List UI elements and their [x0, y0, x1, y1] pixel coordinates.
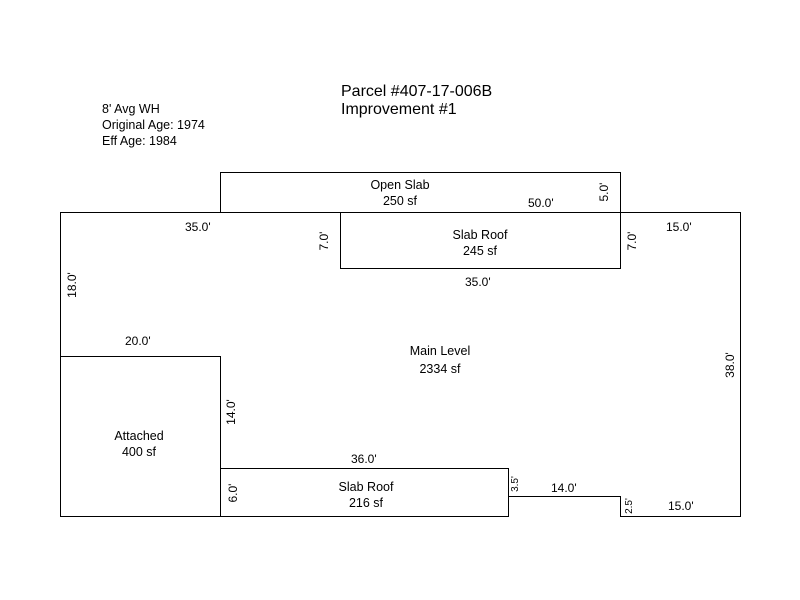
- main-level-label: Main Level 2334 sf: [380, 343, 500, 377]
- dim-top-left: 35.0': [185, 220, 211, 234]
- dim-slab-left: 7.0': [317, 231, 331, 251]
- dim-attached-top: 20.0': [125, 334, 151, 348]
- main-level-outline: [60, 212, 741, 517]
- dim-step-down: 2.5': [624, 498, 635, 514]
- wall-height: 8' Avg WH: [102, 102, 160, 116]
- dim-top-right: 15.0': [666, 220, 692, 234]
- open-slab-label: Open Slab 250 sf: [340, 177, 460, 209]
- parcel-title: Parcel #407-17-006B: [341, 83, 493, 100]
- slab-roof-bottom-area: 216 sf: [348, 496, 384, 510]
- attached-area: 400 sf: [121, 445, 157, 459]
- dim-slab-right: 7.0': [625, 231, 639, 251]
- open-slab-name: Open Slab: [370, 178, 430, 192]
- effective-age: Eff Age: 1984: [102, 134, 177, 148]
- slab-roof-top-area: 245 sf: [462, 244, 498, 258]
- dim-attached-right: 14.0': [224, 399, 238, 425]
- dim-step-up: 3.5': [510, 476, 521, 492]
- main-level-name: Main Level: [409, 344, 471, 358]
- dim-slab-bottom: 35.0': [465, 275, 491, 289]
- attached-outline: [60, 356, 221, 517]
- slab-roof-top-outline: [340, 212, 621, 269]
- open-slab-area: 250 sf: [382, 194, 418, 208]
- open-slab-outline: [220, 172, 621, 212]
- slab-roof-top-name: Slab Roof: [452, 228, 508, 242]
- main-level-area: 2334 sf: [419, 362, 461, 376]
- dim-open-slab-width: 50.0': [528, 196, 554, 210]
- dim-open-slab-depth: 5.0': [597, 182, 611, 202]
- slab-roof-bottom-name: Slab Roof: [338, 480, 394, 494]
- slab-roof-bottom-outline: [220, 468, 509, 497]
- slab-roof-top-label: Slab Roof 245 sf: [420, 227, 540, 259]
- dim-step-width: 14.0': [551, 481, 577, 495]
- dim-left-upper: 18.0': [65, 272, 79, 298]
- dim-right-side: 38.0': [723, 352, 737, 378]
- slab-roof-bottom-label: Slab Roof 216 sf: [306, 479, 426, 511]
- attached-name: Attached: [114, 429, 164, 443]
- dim-bottom-slab-top: 36.0': [351, 452, 377, 466]
- attached-label: Attached 400 sf: [79, 428, 199, 460]
- dim-bottom-right: 15.0': [668, 499, 694, 513]
- improvement-title: Improvement #1: [341, 101, 457, 118]
- dim-bottom-slab-left: 6.0': [226, 483, 240, 503]
- original-age: Original Age: 1974: [102, 118, 205, 132]
